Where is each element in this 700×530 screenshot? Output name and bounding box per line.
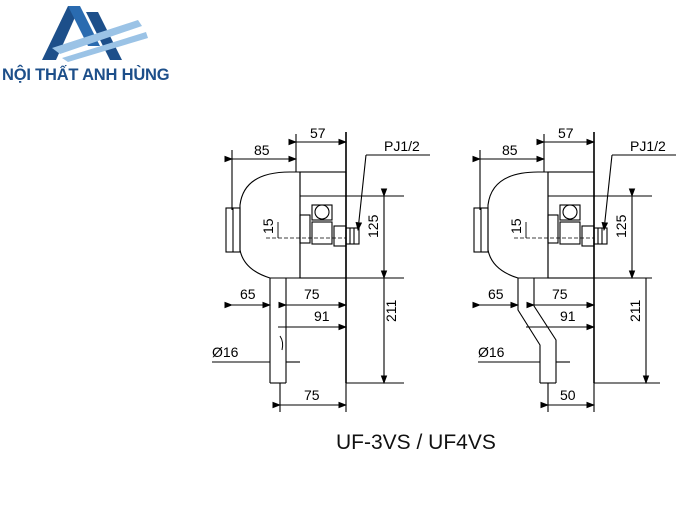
left-view — [212, 132, 430, 412]
left-dim-pipe-dia: Ø16 — [212, 344, 239, 360]
right-dim-port: PJ1/2 — [630, 138, 666, 154]
right-dim-top-width: 57 — [558, 125, 574, 141]
logo-mark-icon — [42, 6, 148, 62]
right-dim-height-lower: 211 — [627, 299, 643, 322]
company-logo: NỘI THẤT ANH HÙNG — [0, 0, 200, 95]
right-dim-pipe-dia: Ø16 — [478, 344, 505, 360]
left-dim-bottom: 75 — [304, 387, 320, 403]
right-dim-offset: 15 — [508, 218, 524, 234]
left-dim-height-upper: 125 — [365, 214, 381, 238]
right-view — [472, 132, 676, 412]
right-dim-to-wall: 91 — [560, 308, 576, 324]
right-dim-height-upper: 125 — [613, 214, 629, 238]
left-dim-to-wall: 91 — [314, 308, 330, 324]
left-dim-height-lower: 211 — [383, 299, 399, 322]
left-dim-inner: 75 — [304, 286, 320, 302]
right-dim-inner: 75 — [552, 286, 568, 302]
right-dim-pipe-offset: 65 — [488, 286, 504, 302]
left-dim-pipe-offset: 65 — [240, 286, 256, 302]
left-dim-offset: 15 — [260, 218, 276, 234]
right-dim-bottom: 50 — [560, 387, 576, 403]
left-dim-top-width: 57 — [310, 125, 326, 141]
company-name: NỘI THẤT ANH HÙNG — [2, 66, 170, 84]
right-dim-body-depth: 85 — [502, 142, 518, 158]
left-dim-port: PJ1/2 — [384, 138, 420, 154]
model-caption: UF-3VS / UF4VS — [336, 431, 496, 454]
left-dim-body-depth: 85 — [254, 142, 270, 158]
